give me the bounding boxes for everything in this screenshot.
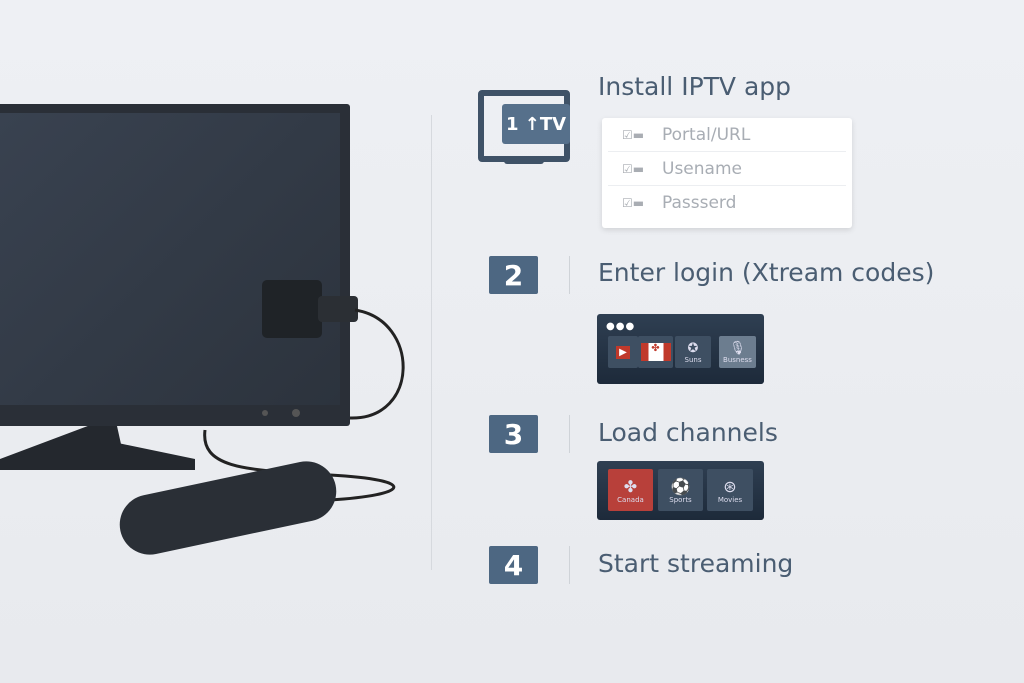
step-2-title: Enter login (Xtream codes)	[598, 258, 935, 287]
field-label: Usename	[662, 158, 742, 179]
portal-url-field[interactable]: ☑▬ Portal/URL	[608, 118, 846, 152]
username-field[interactable]: ☑▬ Usename	[608, 152, 846, 186]
maple-leaf-icon: ✤	[623, 476, 638, 496]
play-tile[interactable]: ▶	[608, 336, 638, 368]
checkbox-folder-icon: ☑▬	[622, 161, 645, 176]
tile-label: Canada	[617, 495, 644, 504]
menu-dots-icon: ●●●	[606, 321, 636, 332]
divider	[569, 415, 570, 453]
divider	[569, 256, 570, 294]
step-2-number: 2	[489, 256, 538, 294]
tile-label: Movies	[717, 495, 743, 504]
step-3-title: Load channels	[598, 418, 778, 447]
step-4-number: 4	[489, 546, 538, 584]
channel-movies[interactable]: ⊛Movies	[707, 469, 753, 511]
divider	[431, 115, 432, 570]
login-form: ☑▬ Portal/URL ☑▬ Usename ☑▬ Passserd	[602, 118, 852, 228]
tile-label: Suns	[684, 355, 702, 364]
channel-canada[interactable]: ✤Canada	[608, 469, 653, 511]
install-app-icon: 1 ↑TV	[476, 70, 570, 170]
tv-button	[262, 410, 268, 416]
divider	[569, 546, 570, 584]
checkbox-folder-icon: ☑▬	[622, 195, 645, 210]
play-icon: ▶	[616, 345, 630, 359]
film-reel-icon: ⊛	[723, 476, 737, 496]
ball-icon: ✪	[687, 340, 699, 356]
app-tile[interactable]: 🎙Busness	[719, 336, 756, 368]
canada-flag-tile[interactable]: ✤	[638, 336, 673, 368]
field-label: Portal/URL	[662, 124, 751, 145]
tile-label: Sports	[669, 495, 692, 504]
app-tile[interactable]: ✪Suns	[675, 336, 711, 368]
streaming-dongle	[262, 280, 322, 338]
channels-panel: ✤Canada ⚽Sports ⊛Movies	[597, 461, 764, 520]
step-1-title: Install IPTV app	[598, 72, 792, 101]
soccer-ball-icon: ⚽	[670, 476, 691, 496]
canada-flag-icon: ✤	[640, 343, 671, 361]
channel-sports[interactable]: ⚽Sports	[658, 469, 703, 511]
password-field[interactable]: ☑▬ Passserd	[608, 186, 846, 219]
step-4-title: Start streaming	[598, 549, 794, 578]
checkbox-folder-icon: ☑▬	[622, 127, 645, 142]
app-panel: ●●● ▶ ✤ ✪Suns 🎙Busness	[597, 314, 764, 384]
field-label: Passserd	[662, 192, 737, 213]
microphone-icon: 🎙	[729, 340, 746, 356]
tv-power-button	[292, 409, 300, 417]
app-icon-label: 1 ↑TV	[502, 104, 570, 144]
step-3-number: 3	[489, 415, 538, 453]
tile-label: Busness	[723, 355, 752, 364]
tv-screen	[0, 113, 340, 405]
hdmi-plug	[318, 296, 358, 322]
